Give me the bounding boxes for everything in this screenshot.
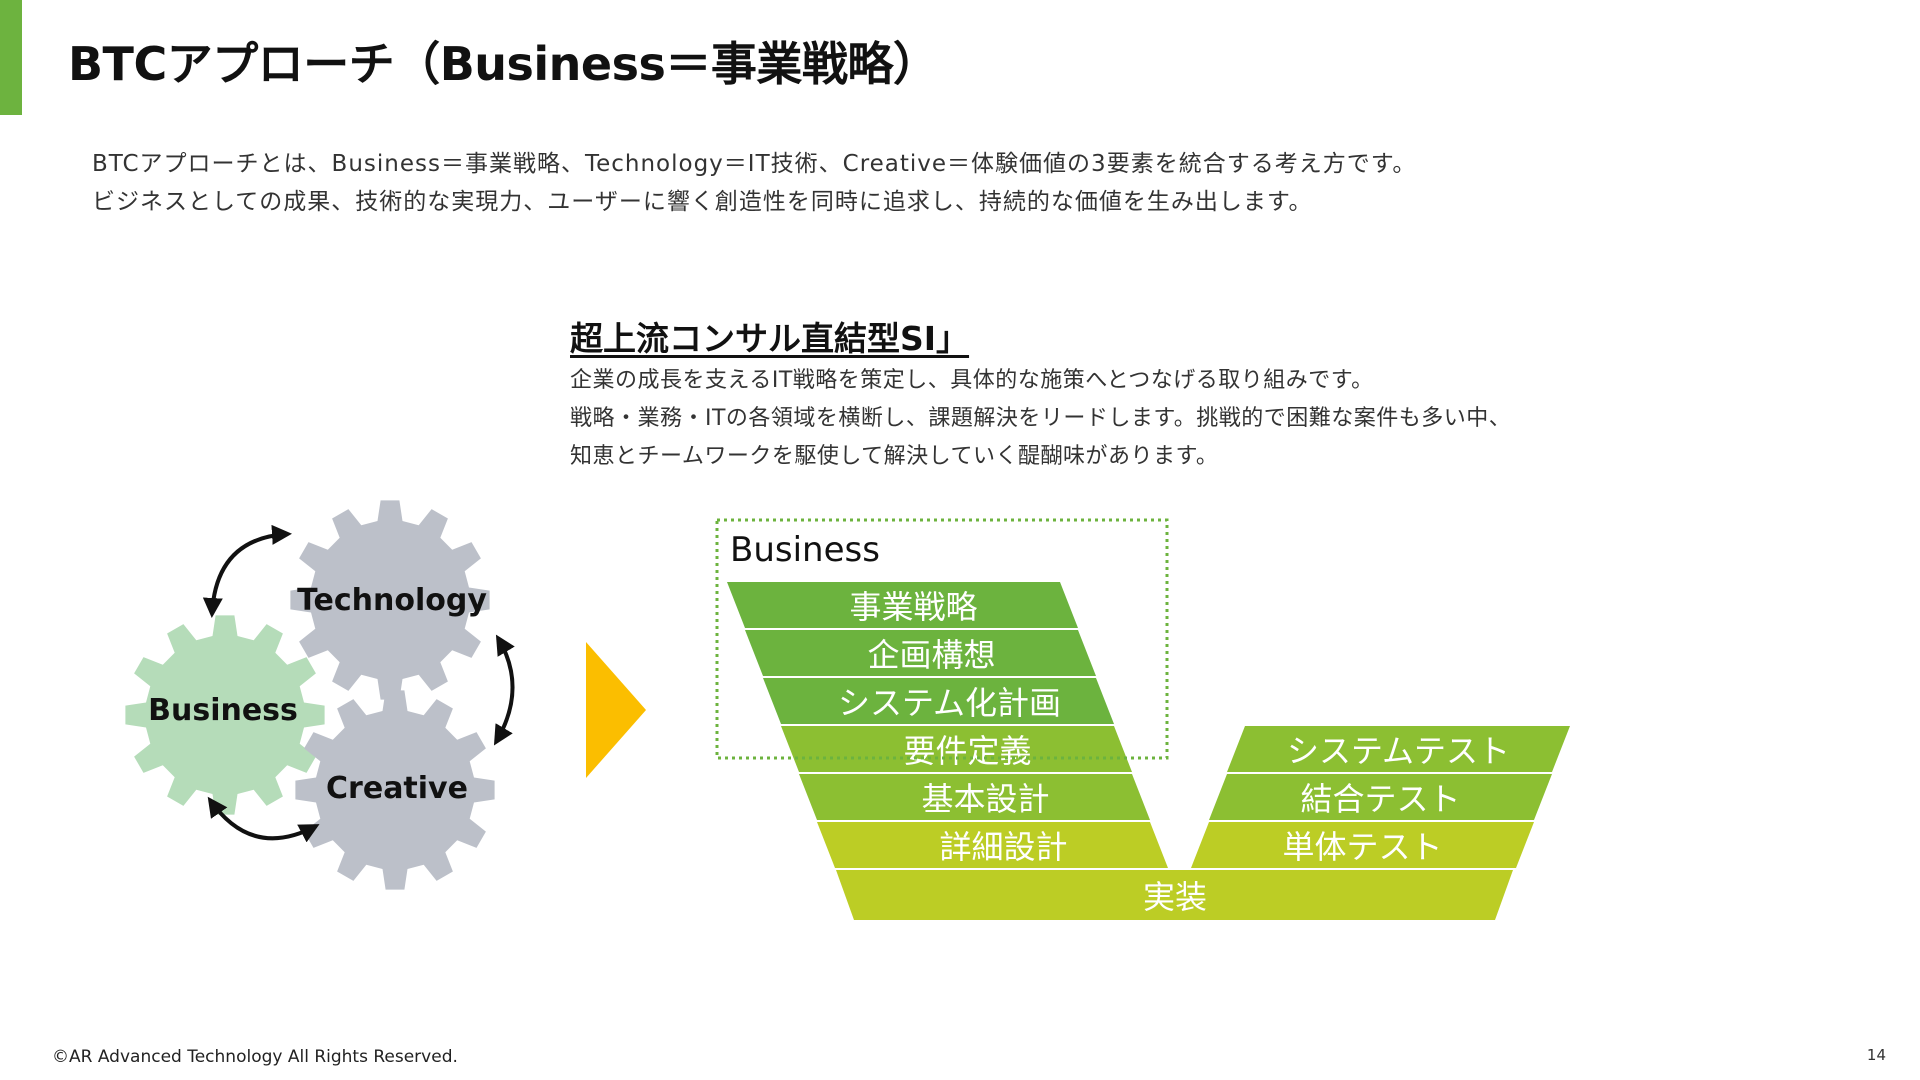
right-step-2-label: 結合テスト xyxy=(1300,780,1460,818)
right-step-2 xyxy=(1209,774,1552,820)
description-line: 企業の成長を支えるIT戦略を策定し、具体的な施策へとつなげる取り組みです。 xyxy=(570,368,1374,393)
left-step-2 xyxy=(745,630,1096,676)
right-step-1 xyxy=(1227,726,1570,772)
business-gear xyxy=(125,615,325,815)
left-step-1 xyxy=(727,582,1078,628)
technology-gear xyxy=(290,500,490,700)
intro-line: BTCアプローチとは、Business＝事業戦略、Technology＝IT技術… xyxy=(92,151,1417,177)
business-scope-label: Business xyxy=(730,530,880,570)
description-line: 知恵とチームワークを駆使して解決していく醍醐味があります。 xyxy=(570,444,1219,469)
business-scope-box xyxy=(715,518,1169,760)
flow-arrow-icon xyxy=(586,642,646,778)
cycle-arrow-icon xyxy=(207,796,320,843)
left-step-3-label: システム化計画 xyxy=(838,684,1061,722)
creative-label: Creative xyxy=(326,771,468,806)
section-description: 企業の成長を支えるIT戦略を策定し、具体的な施策へとつなげる取り組みです。 戦略… xyxy=(570,362,1511,476)
intro-paragraph: BTCアプローチとは、Business＝事業戦略、Technology＝IT技術… xyxy=(92,145,1416,221)
technology-label: Technology xyxy=(297,583,487,618)
description-line: 戦略・業務・ITの各領域を横断し、課題解決をリードします。挑戦的で困難な案件も多… xyxy=(570,406,1512,431)
left-step-4 xyxy=(781,726,1132,772)
left-step-5-label: 基本設計 xyxy=(921,780,1049,818)
left-step-5 xyxy=(799,774,1150,820)
left-step-3 xyxy=(763,678,1114,724)
business-label: Business xyxy=(148,693,298,728)
section-heading: 超上流コンサル直結型SI」 xyxy=(570,319,970,358)
right-step-1-label: システムテスト xyxy=(1287,732,1510,770)
implementation-step-label: 実装 xyxy=(1143,878,1207,916)
title-accent-bar xyxy=(0,0,22,115)
copyright-text: ©AR Advanced Technology All Rights Reser… xyxy=(52,1047,458,1067)
left-step-4-label: 要件定義 xyxy=(903,732,1031,770)
left-step-6 xyxy=(817,822,1168,868)
left-step-6-label: 詳細設計 xyxy=(939,828,1067,866)
cycle-arrow-icon xyxy=(202,524,292,618)
page-number: 14 xyxy=(1866,1046,1886,1064)
page-title: BTCアプローチ（Business＝事業戦略） xyxy=(68,37,939,91)
cycle-arrow-icon xyxy=(493,634,515,746)
implementation-step xyxy=(836,870,1513,920)
intro-line: ビジネスとしての成果、技術的な実現力、ユーザーに響く創造性を同時に追求し、持続的… xyxy=(92,189,1313,215)
left-step-1-label: 事業戦略 xyxy=(849,588,977,626)
left-step-2-label: 企画構想 xyxy=(867,636,995,674)
right-step-3-label: 単体テスト xyxy=(1282,828,1442,866)
right-step-3 xyxy=(1191,822,1534,868)
btc-gears-diagram: Technology Business Creative xyxy=(125,500,515,890)
creative-gear xyxy=(295,690,495,890)
